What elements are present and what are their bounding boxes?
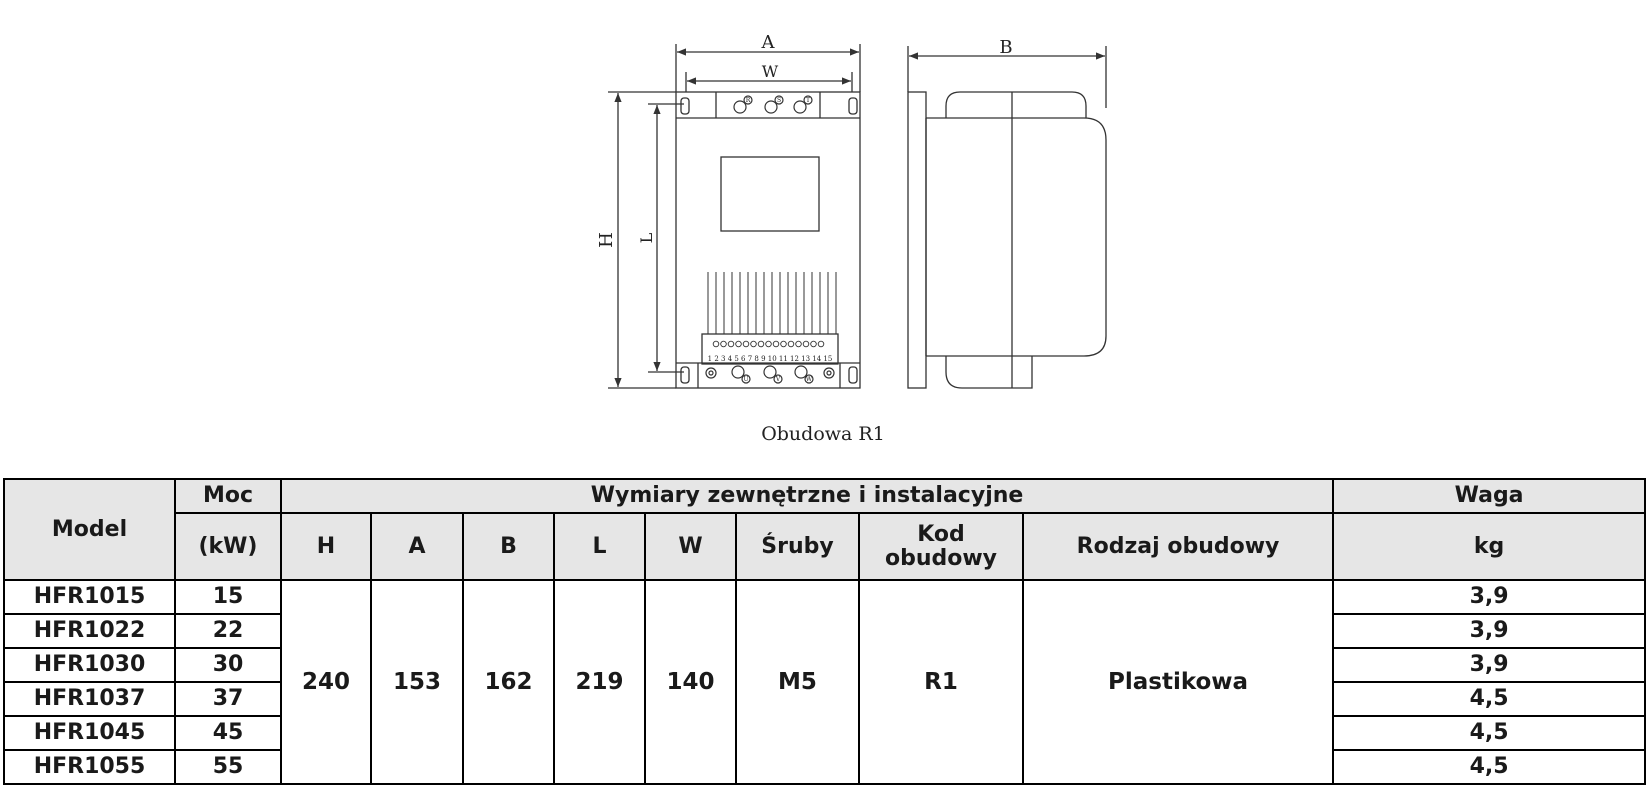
dimension-label-a: A bbox=[761, 32, 776, 53]
control-terminal bbox=[802, 340, 810, 348]
cell-l: 219 bbox=[553, 579, 646, 785]
cell-model: HFR1015 bbox=[3, 579, 176, 615]
cell-model: HFR1030 bbox=[3, 647, 176, 683]
cell-waga: 3,9 bbox=[1332, 647, 1646, 683]
cell-w: 140 bbox=[644, 579, 737, 785]
cell-model: HFR1055 bbox=[3, 749, 176, 785]
cell-b: 162 bbox=[462, 579, 555, 785]
cell-a: 153 bbox=[370, 579, 464, 785]
cell-moc: 37 bbox=[174, 681, 282, 717]
dimension-label-b: B bbox=[999, 37, 1012, 58]
control-terminal bbox=[727, 340, 735, 348]
col-header-l: L bbox=[553, 512, 646, 581]
enclosure-caption: Obudowa R1 bbox=[761, 423, 885, 445]
control-terminal bbox=[787, 340, 795, 348]
cell-model: HFR1045 bbox=[3, 715, 176, 751]
cell-waga: 3,9 bbox=[1332, 613, 1646, 649]
col-header-b: B bbox=[462, 512, 555, 581]
col-header-rodzaj-obudowy: Rodzaj obudowy bbox=[1021, 512, 1335, 581]
terminal-label: U bbox=[743, 376, 748, 383]
col-header-dimensions-group: Wymiary zewnętrzne i instalacyjne bbox=[279, 478, 1335, 514]
enclosure-dimension-drawing: R S T 1 2 3 4 5 6 7 8 9 10 11 12 13 14 1… bbox=[596, 32, 1107, 389]
col-header-kod-obudowy: Kod obudowy bbox=[858, 512, 1024, 581]
spec-table: Model Moc Wymiary zewnętrzne i instalacy… bbox=[3, 478, 1646, 785]
cell-waga: 4,5 bbox=[1332, 715, 1646, 751]
col-header-moc: Moc bbox=[174, 478, 282, 514]
cell-moc: 45 bbox=[174, 715, 282, 751]
terminal-label: R bbox=[746, 97, 751, 104]
control-terminal bbox=[772, 340, 780, 348]
control-terminal bbox=[742, 340, 750, 348]
cell-waga: 4,5 bbox=[1332, 749, 1646, 785]
cell-moc: 55 bbox=[174, 749, 282, 785]
control-terminal bbox=[765, 340, 772, 348]
control-terminal bbox=[810, 340, 817, 348]
control-terminal bbox=[757, 340, 765, 348]
col-header-sruby: Śruby bbox=[735, 512, 860, 581]
col-header-h: H bbox=[280, 512, 372, 581]
col-header-moc-unit: (kW) bbox=[174, 512, 282, 581]
col-header-model: Model bbox=[3, 478, 176, 581]
cell-moc: 22 bbox=[174, 613, 282, 649]
cell-h: 240 bbox=[280, 579, 372, 785]
terminal-label: S bbox=[777, 97, 781, 104]
cell-model: HFR1037 bbox=[3, 681, 176, 717]
terminal-label: V bbox=[775, 376, 781, 383]
header-row: (kW) H A B L W Śruby Kod obudowy Rodzaj … bbox=[4, 512, 1646, 581]
col-header-w: W bbox=[644, 512, 737, 581]
control-terminal bbox=[780, 340, 787, 348]
terminal-label: W bbox=[806, 376, 813, 383]
cell-moc: 30 bbox=[174, 647, 282, 683]
col-header-a: A bbox=[370, 512, 464, 581]
cell-moc: 15 bbox=[174, 579, 282, 615]
header-row: Model Moc Wymiary zewnętrzne i instalacy… bbox=[3, 478, 1646, 581]
cell-model: HFR1022 bbox=[3, 613, 176, 649]
cell-rodzaj-obudowy: Plastikowa bbox=[1021, 579, 1335, 785]
cell-kod-obudowy: R1 bbox=[858, 579, 1024, 785]
col-header-waga: Waga bbox=[1332, 478, 1646, 514]
cell-waga: 3,9 bbox=[1332, 579, 1646, 615]
control-terminal bbox=[735, 340, 742, 348]
control-terminal bbox=[750, 340, 757, 348]
cell-sruby: M5 bbox=[735, 579, 860, 785]
dimension-label-l: L bbox=[637, 232, 656, 243]
col-header-waga-unit: kg bbox=[1332, 512, 1646, 581]
terminal-label: T bbox=[806, 97, 810, 104]
cell-waga: 4,5 bbox=[1332, 681, 1646, 717]
control-terminal-numbers: 1 2 3 4 5 6 7 8 9 10 11 12 13 14 15 bbox=[708, 355, 833, 363]
control-terminal bbox=[817, 340, 825, 348]
control-terminal bbox=[712, 340, 720, 348]
dimension-label-h: H bbox=[596, 232, 617, 248]
dimension-label-w: W bbox=[762, 62, 779, 81]
control-terminal bbox=[720, 340, 727, 348]
control-terminal bbox=[795, 340, 802, 348]
